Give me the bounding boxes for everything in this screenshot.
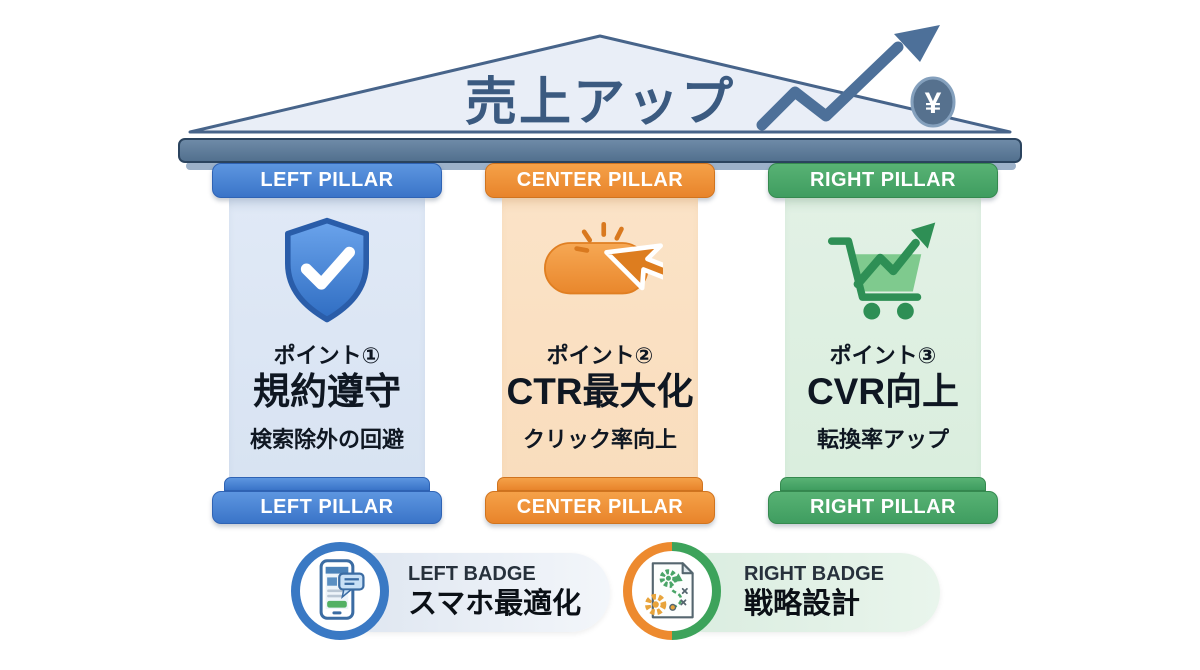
right-badge-title: 戦略設計 [744,588,861,621]
growth-arrow-icon [756,25,940,131]
pillar-right-base: RIGHT PILLAR [768,491,998,524]
pillar-left: LEFT PILLAR ポイント① 規約遵守 検索除外の回避 LEFT PILL… [212,163,442,524]
pillar-left-base: LEFT PILLAR [212,491,442,524]
left-badge-title: スマホ最適化 [408,588,582,621]
pillar-left-title: 規約遵守 [253,371,401,412]
smartphone-chat-icon [319,559,365,620]
pillar-right-shaft: ポイント③ CVR向上 転換率アップ [785,198,981,477]
left-badge-label: LEFT BADGE [408,563,536,586]
pillar-left-capital: LEFT PILLAR [212,163,442,198]
strategy-document-icon [644,562,694,619]
pillar-center-base: CENTER PILLAR [485,491,715,524]
yen-coin-icon: ¥ [910,76,956,128]
roof-pediment: ¥ [188,25,1012,134]
click-cursor-icon [544,222,663,295]
pillar-left-shaft: ポイント① 規約遵守 検索除外の回避 [229,198,425,477]
pillar-center-capital: CENTER PILLAR [485,163,715,198]
right-badge-circle-inner [632,551,712,631]
pillar-right-capital: RIGHT PILLAR [768,163,998,198]
pillar-center: CENTER PILLAR [485,163,715,524]
pillar-center-shaft: ポイント② CTR最大化 クリック率向上 [502,198,698,477]
right-badge-label: RIGHT BADGE [744,563,884,586]
pillar-left-icon-wrap [269,212,385,330]
pillar-center-title: CTR最大化 [506,371,694,412]
pillar-center-subtitle: クリック率向上 [522,426,677,452]
right-badge-circle [623,542,721,640]
pillar-right-point: ポイント③ [829,343,937,368]
pillar-right-icon-wrap [821,212,945,330]
pillar-center-icon-wrap [537,212,663,330]
pillar-left-point: ポイント① [273,343,381,368]
roof-title: 売上アップ [464,74,735,132]
entablature-beam [178,138,1022,163]
pediment-shape [188,34,1012,134]
pillar-right: RIGHT PILLAR ポイント③ CVR向上 転換率アップ RIGHT PI… [768,163,998,524]
pillar-right-title: CVR向上 [806,371,960,412]
pillar-left-subtitle: 検索除外の回避 [249,426,404,452]
pillar-right-subtitle: 転換率アップ [816,426,949,452]
shield-check-icon [285,217,369,323]
yen-symbol: ¥ [925,87,942,120]
pillar-right-base-step [780,477,986,491]
pillar-center-base-step [497,477,703,491]
cart-growth-icon [827,222,936,320]
pillar-left-base-step [224,477,430,491]
pillar-center-point: ポイント② [546,343,654,368]
left-badge-circle [291,542,389,640]
